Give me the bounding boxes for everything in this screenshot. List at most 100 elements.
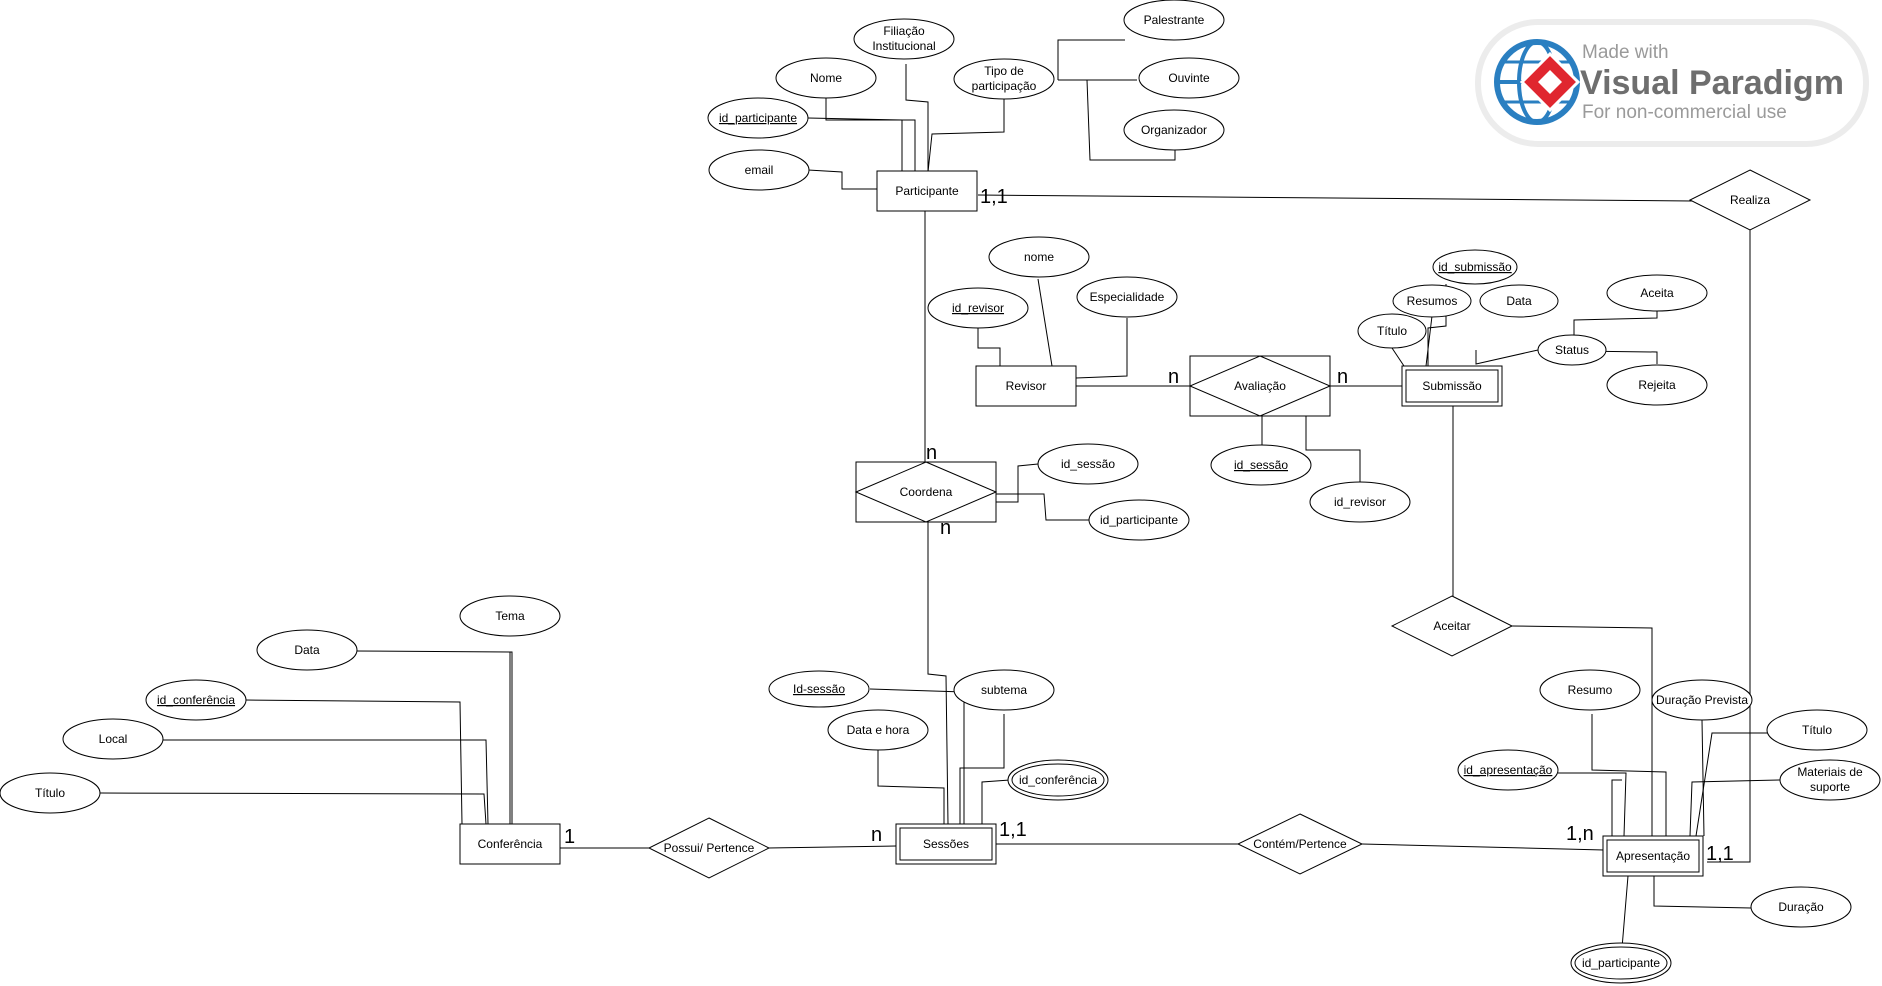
attribute-id-sessao-avaliacao[interactable]: id_sessão <box>1210 444 1312 486</box>
relationship-possui[interactable]: Possui/ Pertence <box>647 817 771 879</box>
attribute-id-revisor-label: id_revisor <box>952 301 1004 315</box>
line-organizador <box>1086 79 1176 161</box>
line-titulo-conf <box>99 792 487 825</box>
attribute-id-sessao-avaliacao-label: id_sessão <box>1234 458 1288 472</box>
attribute-filiacao-institucional[interactable]: Filiação Institucional <box>853 18 955 60</box>
attribute-ouvinte[interactable]: Ouvinte <box>1138 57 1240 99</box>
line-aceitar-apr <box>1511 625 1653 836</box>
attribute-aceita[interactable]: Aceita <box>1606 274 1708 312</box>
line-id-participante-fk <box>1621 875 1629 949</box>
attribute-resumo-label: Resumo <box>1568 683 1613 697</box>
attribute-id-sessao-label: Id-sessão <box>793 682 845 696</box>
relationship-contem[interactable]: Contém/Pertence <box>1236 813 1364 875</box>
line-id-conferencia <box>244 699 463 825</box>
attribute-id-revisor[interactable]: id_revisor <box>927 287 1029 329</box>
line-especialidade <box>1075 318 1128 379</box>
entity-apresentacao-label: Apresentação <box>1616 849 1690 863</box>
line-id-revisor <box>977 327 1001 366</box>
attribute-data-hora[interactable]: Data e hora <box>827 709 929 751</box>
attribute-id-sessao[interactable]: Id-sessão <box>768 670 870 708</box>
relationship-avaliacao[interactable]: Avaliação <box>1188 355 1332 417</box>
attribute-palestrante[interactable]: Palestrante <box>1123 0 1225 41</box>
attribute-id-submissao[interactable]: id_submissão <box>1432 249 1518 285</box>
attribute-titulo-submissao[interactable]: Título <box>1357 313 1427 349</box>
entity-conferencia[interactable]: Conferência <box>459 823 561 865</box>
visual-paradigm-watermark: Made with Visual Paradigm For non-commer… <box>1475 19 1869 147</box>
attribute-materiais-suporte[interactable]: Materiais de suporte <box>1779 759 1881 801</box>
attribute-status-label: Status <box>1555 343 1589 357</box>
entity-submissao-label: Submissão <box>1422 379 1482 393</box>
attribute-nome-revisor[interactable]: nome <box>988 236 1090 278</box>
line-id-participante <box>807 117 903 172</box>
attribute-id-conferencia-fk-label: id_conferência <box>1019 773 1097 787</box>
attribute-especialidade[interactable]: Especialidade <box>1076 276 1178 318</box>
attribute-id-participante[interactable]: id_participante <box>707 97 809 139</box>
attribute-id-sessao-coordena[interactable]: id_sessão <box>1037 443 1139 485</box>
attribute-data-submissao-label: Data <box>1506 294 1532 308</box>
line-id-participante-coord <box>994 493 1090 521</box>
attribute-titulo-apresentacao[interactable]: Título <box>1766 709 1868 751</box>
cardinality-apresentacao-realiza: 1,1 <box>1706 843 1734 865</box>
logo-diamond-icon <box>1519 51 1581 113</box>
entity-apresentacao[interactable]: Apresentação <box>1602 835 1704 877</box>
attribute-id-apresentacao[interactable]: id_apresentação <box>1457 749 1559 791</box>
relationship-realiza-label: Realiza <box>1730 193 1770 207</box>
watermark-line1: Made with <box>1582 42 1669 63</box>
attribute-data-conferencia[interactable]: Data <box>256 629 358 671</box>
attribute-filiacao-line1: Filiação <box>883 24 925 38</box>
line-possui-sess <box>767 845 897 849</box>
attribute-titulo-conferencia-label: Título <box>35 786 65 800</box>
attribute-subtema[interactable]: subtema <box>953 669 1055 711</box>
entity-submissao[interactable]: Submissão <box>1401 365 1503 407</box>
attribute-organizador-label: Organizador <box>1141 123 1207 137</box>
attribute-id-conferencia[interactable]: id_conferência <box>145 679 247 721</box>
attribute-nome[interactable]: Nome <box>775 57 877 99</box>
line-filiacao <box>905 64 929 172</box>
line-resumos <box>1425 315 1433 367</box>
line-part-realiza <box>977 194 1693 202</box>
watermark-line2: Visual Paradigm <box>1580 64 1844 102</box>
attribute-id-conferencia-fk[interactable]: id_conferência <box>1007 759 1109 801</box>
attribute-rejeita[interactable]: Rejeita <box>1606 364 1708 406</box>
relationship-possui-label: Possui/ Pertence <box>664 841 755 855</box>
attribute-email[interactable]: email <box>708 149 810 191</box>
attribute-resumos[interactable]: Resumos <box>1392 284 1472 318</box>
attribute-data-submissao[interactable]: Data <box>1479 284 1559 318</box>
attribute-id-participante-coordena[interactable]: id_participante <box>1088 499 1190 541</box>
attribute-status[interactable]: Status <box>1537 334 1607 366</box>
attribute-id-apresentacao-label: id_apresentação <box>1464 763 1553 777</box>
entity-sessoes[interactable]: Sessões <box>895 823 997 865</box>
line-realiza-apresentacao <box>1707 230 1751 863</box>
attribute-subtema-label: subtema <box>981 683 1027 697</box>
attribute-titulo-conferencia[interactable]: Título <box>0 772 101 814</box>
entity-sessoes-label: Sessões <box>923 837 969 851</box>
cardinality-participante-realiza: 1,1 <box>980 186 1008 208</box>
attribute-resumo[interactable]: Resumo <box>1539 669 1641 711</box>
attribute-duracao[interactable]: Duração <box>1750 886 1852 928</box>
entity-revisor[interactable]: Revisor <box>975 365 1077 407</box>
line-apr-extra <box>1611 779 1622 836</box>
attribute-duracao-prevista[interactable]: Duração Prevista <box>1651 679 1753 721</box>
relationship-aceitar[interactable]: Aceitar <box>1390 595 1514 657</box>
attribute-tema[interactable]: Tema <box>459 595 561 637</box>
attribute-resumos-label: Resumos <box>1407 294 1458 308</box>
attribute-id-revisor-avaliacao[interactable]: id_revisor <box>1309 481 1411 523</box>
attribute-organizador[interactable]: Organizador <box>1123 109 1225 151</box>
attribute-id-participante-fk[interactable]: id_participante <box>1570 942 1672 984</box>
connectors <box>99 39 1781 949</box>
line-duracao <box>1653 876 1752 909</box>
attribute-tipo-participacao[interactable]: Tipo de participação <box>953 58 1055 100</box>
attribute-local[interactable]: Local <box>62 718 164 760</box>
relationship-coordena[interactable]: Coordena <box>854 461 998 523</box>
attribute-materiais-line1: Materiais de <box>1797 765 1863 779</box>
attribute-id-participante-coordena-label: id_participante <box>1100 513 1178 527</box>
cardinality-sessoes-contem: 1,1 <box>999 819 1027 841</box>
entity-conferencia-label: Conferência <box>478 837 543 851</box>
line-resumo-apr <box>1591 714 1667 836</box>
line-palestrante <box>1057 39 1125 80</box>
entity-participante[interactable]: Participante <box>876 170 978 212</box>
line-email <box>807 169 878 190</box>
line-status <box>1475 349 1539 365</box>
relationship-realiza[interactable]: Realiza <box>1688 169 1812 231</box>
